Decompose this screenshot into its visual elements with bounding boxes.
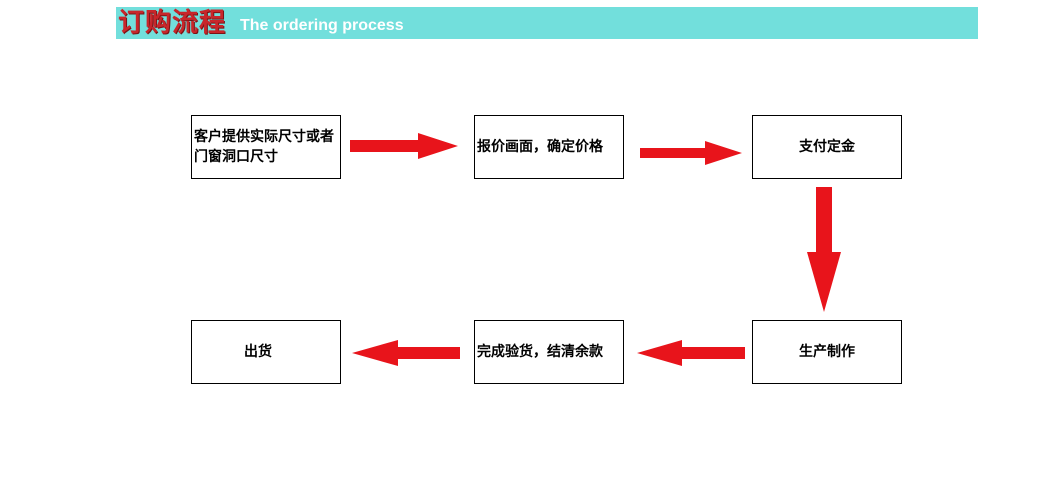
- step-3-label: 支付定金: [799, 139, 855, 155]
- banner-title-cn: 订购流程: [118, 8, 227, 38]
- step-3-box: 支付定金: [752, 115, 902, 179]
- step-5-box: 完成验货，结清余款: [474, 320, 624, 384]
- header-banner: 订购流程 The ordering process: [116, 7, 978, 39]
- step-1-label: 客户提供实际尺寸或者门窗洞口尺寸: [194, 129, 334, 165]
- step-6-label: 出货: [244, 344, 272, 360]
- step-2-box: 报价画面，确定价格: [474, 115, 624, 179]
- banner-title-en: The ordering process: [240, 17, 404, 34]
- arrow-step3-to-step4: [807, 187, 841, 312]
- step-4-label: 生产制作: [799, 344, 855, 360]
- arrow-step2-to-step3: [640, 141, 742, 165]
- step-1-box: 客户提供实际尺寸或者门窗洞口尺寸: [191, 115, 341, 179]
- arrow-step5-to-step6: [352, 340, 460, 366]
- step-2-label: 报价画面，确定价格: [477, 139, 603, 155]
- arrow-step1-to-step2: [350, 133, 458, 159]
- step-5-label: 完成验货，结清余款: [477, 344, 603, 360]
- step-6-box: 出货: [191, 320, 341, 384]
- step-4-box: 生产制作: [752, 320, 902, 384]
- arrow-step4-to-step5: [637, 340, 745, 366]
